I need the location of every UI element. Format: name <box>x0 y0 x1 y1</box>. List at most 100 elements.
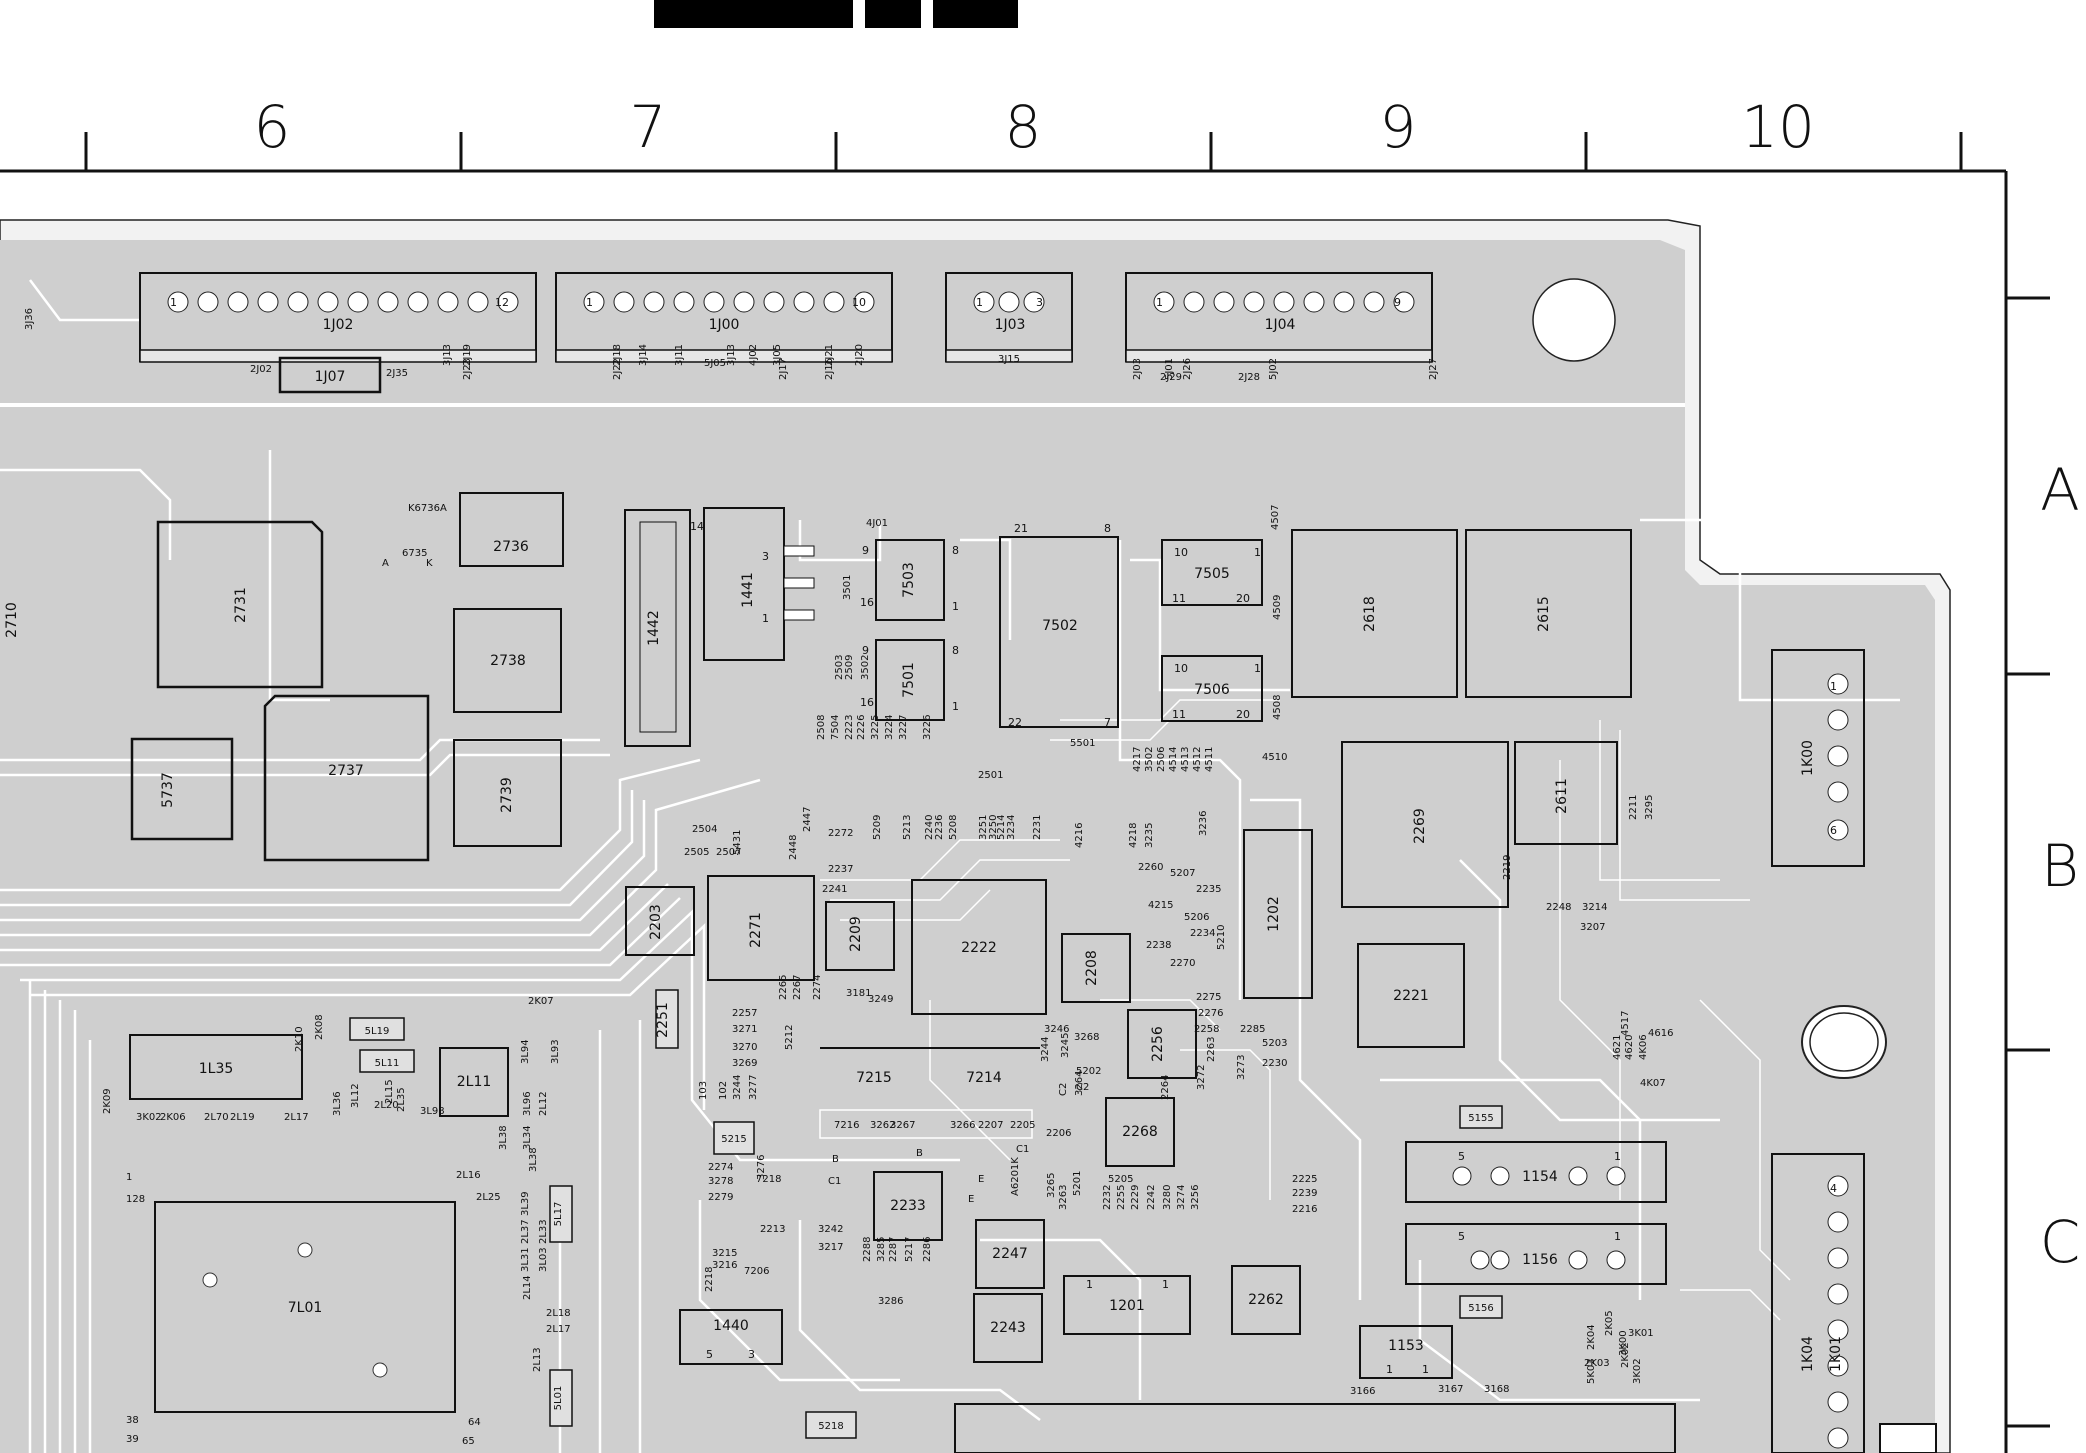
ic-7502: 7502 21 8 22 7 <box>999 522 1119 729</box>
cap-2208: 2208 <box>1061 933 1131 1003</box>
ref-label: 2257 <box>732 1008 757 1019</box>
ref-label: 3207 <box>1580 922 1605 933</box>
row-letter-c: C <box>2040 1208 2081 1276</box>
ref-label: 2238 <box>1146 940 1171 951</box>
components-row-c-left: 1L35 2L11 5L19 5L11 7L01 5L01 5L17 <box>129 1017 573 1427</box>
board <box>0 219 1951 1453</box>
ref-label: 2206 <box>1046 1128 1071 1139</box>
ref-label: C1 <box>828 1176 841 1187</box>
pin-7502-8: 8 <box>1104 522 1111 535</box>
ref-label: 3227 <box>898 715 909 740</box>
label-1442: 1442 <box>646 610 662 646</box>
ref-label: 2K05 <box>1604 1310 1615 1336</box>
ref-label: 2216 <box>1292 1204 1317 1215</box>
ref-label: 2J35 <box>386 368 408 379</box>
pin-7501-9: 9 <box>862 644 869 657</box>
ref-label: 103 <box>698 1081 709 1100</box>
ref-label: 3L94 <box>520 1039 531 1064</box>
ref-label: K6736A <box>408 503 447 514</box>
ref-label: 3L96 <box>522 1091 533 1116</box>
ref-label: 64 <box>468 1417 481 1428</box>
ref-label: 5214 <box>996 815 1007 840</box>
ref-label: 3267 <box>890 1120 915 1131</box>
ref-label: 3277 <box>748 1075 759 1100</box>
ref-label: 7504 <box>830 715 841 740</box>
ref-label: 4508 <box>1272 695 1283 720</box>
ref-label: 2229 <box>1130 1185 1141 1210</box>
pin-1j02-first: 1 <box>170 296 177 309</box>
label-2243: 2243 <box>990 1320 1026 1336</box>
ref-label: 2237 <box>828 864 853 875</box>
pin-1201-1: 1 <box>1162 1278 1169 1291</box>
cap-2269: 2269 <box>1341 741 1509 908</box>
ref-label: 2270 <box>1170 958 1195 969</box>
ref-label: 3272 <box>1196 1065 1207 1090</box>
label-2209: 2209 <box>848 916 864 952</box>
ref-label: 2J03 <box>1132 358 1143 380</box>
ref-label: 3226 <box>922 715 933 740</box>
components-row-a: 2736 2731 2738 2737 5737 2739 2710 1442 <box>4 492 1865 867</box>
inductor-1l35: 1L35 <box>129 1034 303 1100</box>
ruler-number-9: 9 <box>1380 93 1417 161</box>
ref-label: 4K06 <box>1638 1034 1649 1060</box>
inductor-5l19: 5L19 <box>349 1017 405 1041</box>
ref-label: 2L14 <box>522 1275 533 1300</box>
ref-label: 3K00 <box>1618 1330 1629 1356</box>
label-2l11: 2L11 <box>457 1074 492 1090</box>
ref-label: 5213 <box>902 815 913 840</box>
cap-2203: 2203 <box>625 886 695 956</box>
ref-label: 3L03 <box>538 1247 549 1272</box>
cap-2268: 2268 <box>1105 1097 1175 1167</box>
ref-label: 4514 <box>1168 747 1179 772</box>
ref-label: 2279 <box>708 1192 733 1203</box>
pin-7506-11: 11 <box>1172 708 1186 721</box>
cap-2262: 2262 <box>1231 1265 1301 1335</box>
crystal-1202: 1202 <box>1243 829 1313 999</box>
ref-label: 3244 <box>1040 1037 1051 1062</box>
ref-label: 5J02 <box>1268 358 1279 380</box>
ref-label: 3250 <box>988 815 999 840</box>
ref-label: 3167 <box>1438 1384 1463 1395</box>
ref-label: 2508 <box>816 715 827 740</box>
ref-label: 5203 <box>1262 1038 1287 1049</box>
label-2738: 2738 <box>490 653 526 669</box>
label-2221: 2221 <box>1393 988 1429 1004</box>
ref-label: 3J13 <box>442 344 453 366</box>
ic-7l01: 7L01 <box>154 1201 456 1413</box>
cap-2l11: 2L11 <box>439 1047 509 1117</box>
cap-2247: 2247 <box>975 1219 1045 1289</box>
ref-label: 2260 <box>1138 862 1163 873</box>
ref-label: 2L17 <box>546 1324 571 1335</box>
label-2618: 2618 <box>1362 596 1378 632</box>
cap-2618: 2618 <box>1291 529 1458 698</box>
ref-label: 2205 <box>1010 1120 1035 1131</box>
label-5737: 5737 <box>160 772 176 808</box>
pin-7501-16: 16 <box>860 696 874 709</box>
ref-label: 2L25 <box>476 1192 501 1203</box>
cap-2737: 2737 <box>263 694 430 862</box>
ref-label: 3271 <box>732 1024 757 1035</box>
ref-label: 3262 <box>870 1120 895 1131</box>
connector-1j04: 1J04 1 9 <box>1125 272 1433 363</box>
ref-label: 2506 <box>1156 747 1167 772</box>
ref-label: 2239 <box>1292 1188 1317 1199</box>
ref-label: 3181 <box>846 988 871 999</box>
ref-label: 4621 <box>1612 1035 1623 1060</box>
label-1154: 1154 <box>1522 1169 1558 1185</box>
label-1k00: 1K00 <box>1800 740 1816 776</box>
ref-label: 3L34 <box>522 1125 533 1150</box>
ref-label: 2276 <box>1198 1008 1223 1019</box>
ref-label: 5205 <box>1108 1174 1133 1185</box>
ref-label: 2241 <box>822 884 847 895</box>
ref-label: 2J17 <box>778 358 789 380</box>
ref-label: E <box>968 1194 974 1205</box>
inductor-5l11: 5L11 <box>359 1049 415 1073</box>
label-2251: 2251 <box>655 1002 671 1038</box>
ref-label: 3234 <box>1006 815 1017 840</box>
ref-label: E <box>978 1174 984 1185</box>
ref-label: 4510 <box>1262 752 1287 763</box>
ref-label: 2J20 <box>854 344 865 366</box>
pin-1k04-1: 4 <box>1830 1182 1837 1195</box>
cap-2710: 2710 <box>4 602 20 638</box>
